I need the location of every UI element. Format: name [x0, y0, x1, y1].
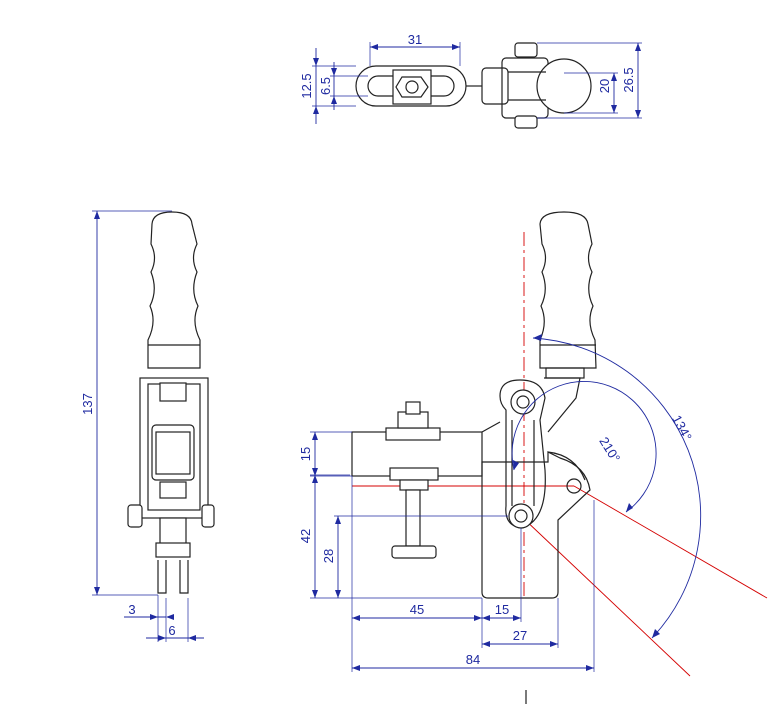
arrowhead: [550, 641, 558, 647]
arrowhead: [482, 615, 490, 621]
side-foot-right: [179, 560, 189, 594]
side-bolt-right: [201, 504, 215, 528]
lower-pivot-inner: [514, 509, 528, 523]
connecting-link: [499, 379, 546, 529]
pivot-bolt-top: [514, 42, 538, 58]
dim-20-label: 20: [597, 79, 612, 93]
handle-grip: [147, 211, 201, 369]
pivot-bolt-bottom: [514, 115, 538, 129]
arrowhead: [150, 614, 158, 620]
dim-15-horizontal-label: 15: [495, 602, 509, 617]
side-bolt-left: [127, 504, 143, 528]
dim-84-label: 84: [466, 652, 480, 667]
angle-ray-210: [573, 485, 768, 599]
arrowhead: [626, 503, 633, 512]
arrowhead: [313, 106, 319, 114]
arrowhead: [474, 615, 482, 621]
lower-pivot-outer: [508, 503, 534, 529]
dim-45-label: 45: [410, 602, 424, 617]
arrowhead: [635, 43, 641, 51]
arrowhead: [166, 614, 174, 620]
angle-ray-134: [520, 515, 691, 677]
spindle-foot: [391, 545, 437, 559]
arrowhead: [331, 68, 337, 76]
arrowhead: [352, 665, 360, 671]
link-inner-lines: [511, 420, 535, 506]
dim-3-label: 3: [128, 602, 135, 617]
nut-bolt: [405, 80, 419, 94]
arrowhead: [482, 641, 490, 647]
arrowhead: [312, 468, 318, 476]
dim-6-label: 6: [168, 623, 175, 638]
dim-137-label: 137: [80, 393, 95, 415]
side-foot-left: [157, 560, 167, 594]
arrowhead: [370, 44, 378, 50]
side-foot-nut: [155, 542, 191, 558]
pivot-hole: [566, 478, 582, 494]
dim-15-vertical-label: 15: [298, 447, 313, 461]
hex-nut: [395, 76, 429, 98]
arrowhead: [158, 635, 166, 641]
front-handle-grip: [539, 211, 597, 369]
dim-12-5-label: 12.5: [299, 73, 314, 98]
side-lower-nut: [159, 481, 187, 499]
arrowhead: [312, 590, 318, 598]
angle-134-label: 134°: [669, 412, 695, 443]
arrowhead: [586, 665, 594, 671]
arrowhead: [452, 44, 460, 50]
dim-26-5-label: 26.5: [621, 67, 636, 92]
arrowhead: [188, 635, 196, 641]
handle-bracket: [544, 377, 581, 433]
side-spindle-inner: [155, 431, 191, 475]
arrowhead: [652, 629, 660, 638]
spindle-top: [405, 401, 421, 415]
dim-42-label: 42: [298, 529, 313, 543]
arrowhead: [312, 432, 318, 440]
handle-top-circle: [536, 58, 592, 114]
arrowhead: [312, 475, 318, 483]
spindle-nut-mid: [399, 479, 429, 491]
arc-210: [511, 381, 657, 513]
dim-6-5-label: 6.5: [318, 77, 333, 95]
angle-210-label: 210°: [596, 434, 623, 465]
arrowhead: [335, 590, 341, 598]
dim-28-label: 28: [321, 549, 336, 563]
upper-pivot-inner: [516, 395, 530, 409]
arrowhead: [635, 110, 641, 118]
arrowhead: [533, 334, 542, 341]
arrowhead: [335, 516, 341, 524]
arrowhead: [611, 73, 617, 81]
side-top-nut: [159, 382, 187, 402]
dim-27-label: 27: [513, 628, 527, 643]
dim-31-label: 31: [408, 32, 422, 47]
top-view: 31 12.5 6.5 20 26.5: [299, 32, 642, 129]
spindle-rod: [405, 489, 421, 547]
front-view: 210° 134° 15 42 28 45 15: [298, 211, 768, 704]
arc-134: [532, 337, 702, 639]
arm-clamp-lower: [389, 467, 439, 481]
base-plate: [481, 451, 591, 599]
side-view: 137 3 6: [80, 210, 215, 642]
base-curve: [547, 451, 586, 481]
arrowhead: [313, 58, 319, 66]
arrowhead: [352, 615, 360, 621]
arrowhead: [94, 587, 100, 595]
arm-clamp-upper: [385, 427, 441, 441]
arrowhead: [331, 96, 337, 104]
arrowhead: [513, 460, 519, 470]
upper-pivot-outer: [510, 389, 536, 415]
arrowhead: [513, 615, 521, 621]
grip-collar: [545, 367, 585, 379]
arm-to-link: [481, 421, 501, 433]
arrowhead: [94, 211, 100, 219]
clamp-base: [481, 67, 509, 105]
arrowhead: [611, 105, 617, 113]
side-spindle-block: [151, 424, 195, 481]
